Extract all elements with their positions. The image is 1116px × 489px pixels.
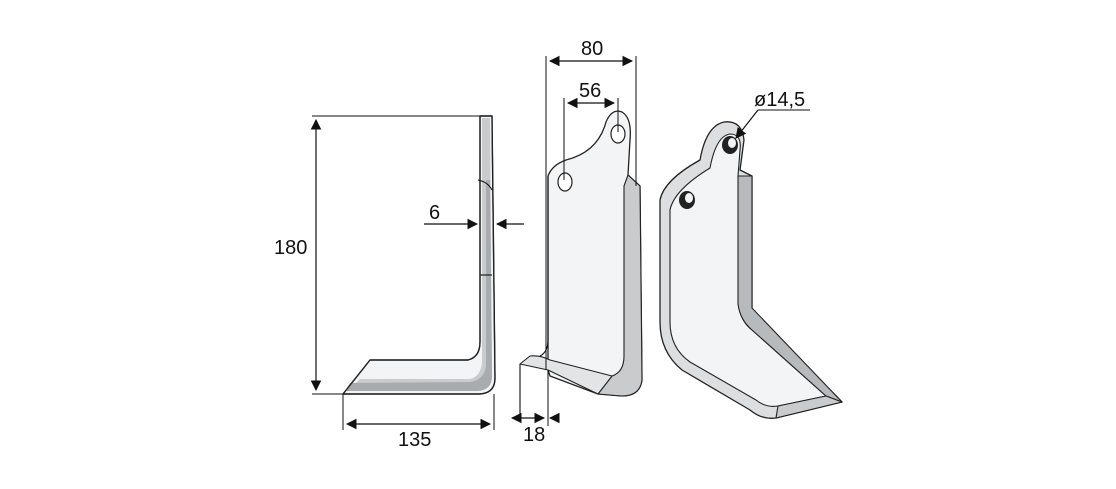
blade-side-plate (342, 115, 496, 395)
dimension-thickness-label: 6 (429, 202, 440, 224)
dimension-hole-spacing-label: 56 (579, 80, 601, 102)
dimension-width-label: 135 (398, 429, 431, 451)
dimension-bottom-offset: 18 (510, 370, 560, 446)
blade-side-view (342, 115, 496, 395)
blade-perspective-view (659, 121, 843, 419)
dimension-hole-diameter: ø14,5 (735, 89, 810, 139)
blade-side-bevel (350, 118, 492, 389)
mounting-hole-lower (557, 172, 573, 192)
dimension-top-width: 80 (545, 38, 637, 370)
dimension-width: 135 (342, 394, 495, 451)
blade-perspective-edge (737, 175, 843, 403)
blade-front-foot (519, 355, 613, 395)
blade-front-view (519, 110, 643, 418)
dimension-top-width-label: 80 (581, 38, 603, 60)
dimension-height: 180 (274, 115, 480, 395)
dimension-hole-spacing: 56 (563, 80, 619, 180)
dimension-hole-diameter-label: ø14,5 (754, 89, 805, 111)
dimension-height-label: 180 (274, 237, 307, 259)
dimension-bottom-offset-label: 18 (523, 424, 545, 446)
dimension-thickness: 6 (424, 202, 524, 230)
